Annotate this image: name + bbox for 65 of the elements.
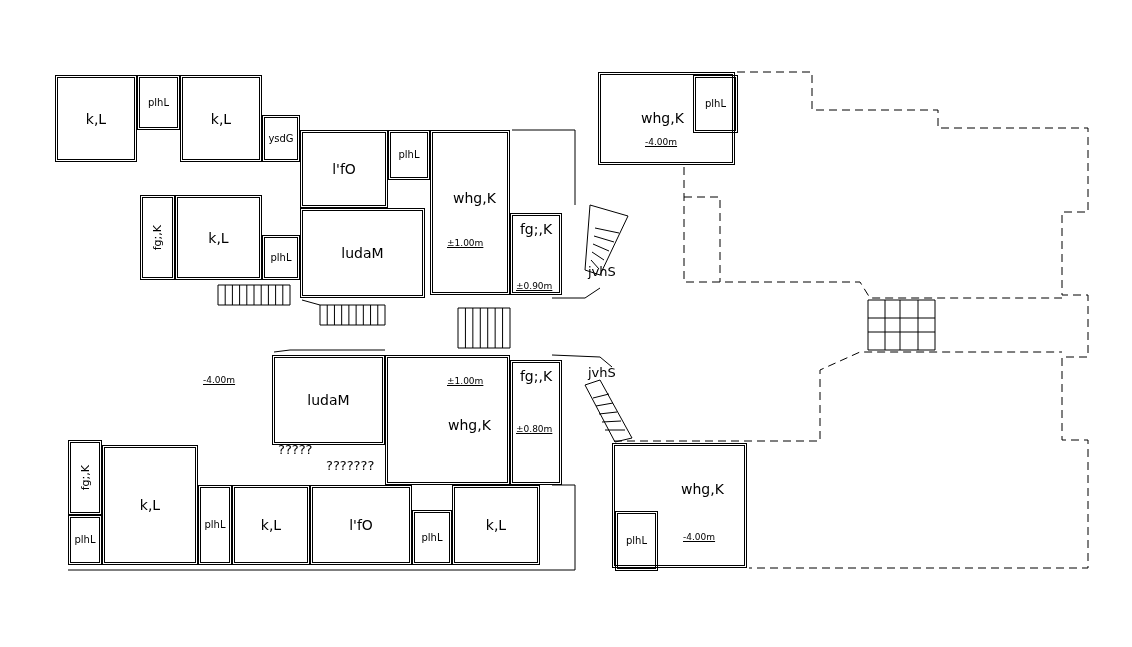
room [612,443,747,568]
room-name: k,L [208,230,229,245]
level-mark: ±0.80m [516,425,553,434]
level-mark: -4.00m [683,533,716,542]
room [102,445,198,565]
room-name: k,L [260,518,282,532]
level-mark: ±0.90m [516,282,553,291]
room [310,485,412,565]
area-label: jvhS [588,265,616,278]
room-name: k,L [485,518,507,532]
room-name: fg;,K [79,464,91,491]
room [430,130,510,295]
room [615,511,658,571]
level-mark: ±1.00m [447,239,484,248]
room-name: plhL [204,520,226,530]
room [300,130,388,208]
area-label: ????? [278,443,313,456]
room-name: plhL [421,532,443,543]
room-name: ludaM [307,393,350,407]
room [198,485,232,565]
room-name: plhL [270,252,292,263]
room [272,355,385,445]
room-name: plhL [398,150,420,160]
room-name: whg,K [681,482,724,496]
room-name: ysdG [268,133,294,144]
room [510,213,562,295]
area-label: jvhS [588,366,616,379]
room-name: fg;,K [152,224,163,251]
room-name: ludaM [341,246,384,260]
level-mark: ±1.00m [447,377,484,386]
room [693,75,738,133]
level-mark: -4.00m [645,138,678,147]
room-name: whg,K [453,191,496,205]
room-name: k,L [210,111,232,126]
room [452,485,540,565]
room [412,510,452,565]
room [262,115,300,162]
room-name: whg,K [641,111,684,125]
room-name: plhL [625,536,647,546]
room [140,195,175,280]
level-mark: -4.00m [203,376,236,385]
room-name: plhL [74,535,96,545]
room-name: plhL [704,99,726,109]
room [598,72,735,165]
room [68,440,102,515]
room [388,130,430,180]
room [137,75,180,130]
room-name: fg;,K [519,369,553,383]
room-name: whg,K [448,418,491,432]
room-name: k,L [85,111,107,126]
room [510,360,562,485]
room-name: l'fO [349,518,373,532]
room [55,75,137,162]
room-name: plhL [147,97,169,108]
room [385,355,510,485]
room [175,195,262,280]
room [262,235,300,280]
room-name: k,L [139,498,161,512]
area-label: ??????? [326,459,375,472]
room [180,75,262,162]
room [232,485,310,565]
room-name: fg;,K [519,222,553,236]
room [68,515,102,565]
room-name: l'fO [332,162,356,176]
room [300,208,425,298]
